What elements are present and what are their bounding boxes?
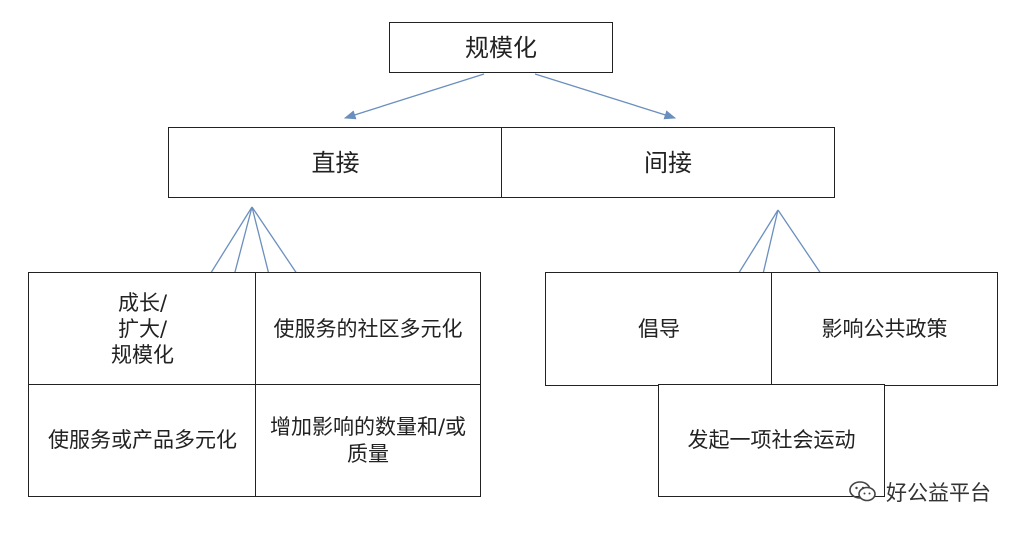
node-root-label: 规模化 bbox=[465, 33, 537, 62]
node-increase-impact: 增加影响的数量和/或 质量 bbox=[255, 384, 481, 497]
watermark: 好公益平台 bbox=[848, 477, 991, 507]
arrow-root-to-indirect bbox=[534, 73, 677, 120]
node-root: 规模化 bbox=[389, 22, 613, 73]
node-policy-label: 影响公共政策 bbox=[821, 316, 948, 341]
node-increase-impact-line-1: 增加影响的数量和/或 bbox=[269, 415, 467, 440]
node-policy: 影响公共政策 bbox=[771, 272, 998, 386]
node-diversify-products: 使服务或产品多元化 bbox=[28, 384, 257, 497]
node-diversify-products-label: 使服务或产品多元化 bbox=[48, 428, 237, 453]
node-movement-label: 发起一项社会运动 bbox=[687, 428, 856, 453]
node-diversify-community: 使服务的社区多元化 bbox=[255, 272, 481, 386]
node-increase-impact-line-2: 质量 bbox=[346, 441, 389, 466]
node-grow: 成长/ 扩大/ 规模化 bbox=[28, 272, 257, 386]
wechat-icon bbox=[849, 481, 876, 502]
node-diversify-community-label: 使服务的社区多元化 bbox=[273, 316, 463, 341]
node-movement: 发起一项社会运动 bbox=[658, 384, 885, 497]
node-advocacy-label: 倡导 bbox=[638, 316, 680, 341]
node-indirect: 间接 bbox=[501, 127, 835, 198]
node-direct-label: 直接 bbox=[311, 148, 360, 177]
arrow-root-to-direct bbox=[343, 73, 485, 120]
node-grow-line-1: 成长/ bbox=[117, 290, 168, 315]
watermark-text: 好公益平台 bbox=[886, 481, 991, 505]
node-advocacy: 倡导 bbox=[545, 272, 773, 386]
node-grow-line-3: 规模化 bbox=[111, 343, 174, 368]
node-indirect-label: 间接 bbox=[644, 148, 692, 177]
node-direct: 直接 bbox=[168, 127, 503, 198]
node-grow-line-2: 扩大/ bbox=[117, 316, 168, 341]
